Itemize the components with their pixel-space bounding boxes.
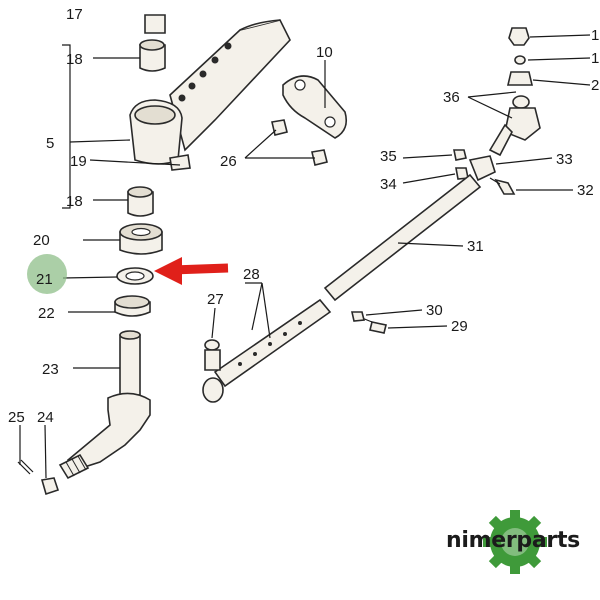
- label-23: 23: [42, 361, 59, 378]
- nut-30: [351, 311, 366, 322]
- label-5: 5: [46, 135, 54, 152]
- nut-35: [453, 149, 467, 161]
- label-26: 26: [220, 153, 237, 170]
- label-22: 22: [38, 305, 55, 322]
- tie-rod-end-36: [488, 95, 541, 157]
- label-18-lower: 18: [66, 193, 83, 210]
- label-34: 34: [380, 176, 397, 193]
- leader-lines: [19, 34, 591, 479]
- red-arrow: [154, 257, 229, 285]
- spindle-23: [58, 330, 151, 480]
- washer-21: [116, 267, 154, 285]
- collar-20: [119, 223, 163, 255]
- label-33: 33: [556, 151, 573, 168]
- castle-nut-24: [40, 477, 60, 496]
- bolt-26-a: [271, 119, 288, 136]
- inner-tube-28: [213, 298, 332, 388]
- steering-arm-10: [282, 75, 348, 139]
- label-24: 24: [37, 409, 54, 426]
- nut-1: [508, 27, 530, 46]
- bushing-18-lower: [127, 186, 154, 217]
- label-20: 20: [33, 232, 50, 249]
- label-35: 35: [380, 148, 397, 165]
- clamp-33: [468, 155, 496, 182]
- bolt-32: [489, 177, 516, 195]
- label-2: 2: [591, 77, 599, 94]
- bushing-18-upper: [139, 39, 166, 72]
- steering-housing: [129, 19, 291, 171]
- nut-2: [506, 71, 534, 86]
- label-29: 29: [451, 318, 468, 335]
- label-28: 28: [243, 266, 260, 283]
- ball-joint-27: [202, 339, 224, 403]
- label-19: 19: [70, 153, 87, 170]
- ring-22: [114, 295, 151, 317]
- brand-logo-text: nimerparts: [446, 528, 580, 553]
- part-numbers: 17 18 5 19 18 20 21 22 23 25 24 10 26 1 …: [8, 6, 599, 426]
- bolt-26-b: [311, 149, 328, 166]
- label-25: 25: [8, 409, 25, 426]
- highlight-circle: [27, 254, 67, 294]
- label-36: 36: [443, 89, 460, 106]
- washer-1: [514, 55, 526, 65]
- bolt-29: [361, 317, 387, 334]
- label-1b: 1: [591, 50, 599, 67]
- label-27: 27: [207, 291, 224, 308]
- label-31: 31: [467, 238, 484, 255]
- label-1a: 1: [591, 27, 599, 44]
- bushing-17: [144, 14, 166, 34]
- label-17: 17: [66, 6, 83, 23]
- tie-rod-tube-31: [323, 173, 482, 302]
- label-18-upper: 18: [66, 51, 83, 68]
- label-10: 10: [316, 44, 333, 61]
- label-32: 32: [577, 182, 594, 199]
- label-30: 30: [426, 302, 443, 319]
- label-21: 21: [36, 271, 53, 288]
